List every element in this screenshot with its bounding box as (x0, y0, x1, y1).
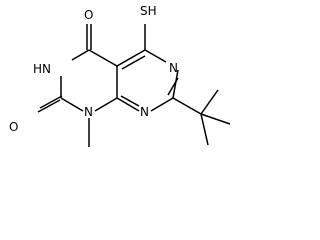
bond (150, 97, 174, 112)
nitrogen-methyl-label: N (84, 105, 93, 119)
atom-labels: SH O O HN N N N (9, 4, 178, 134)
bond (71, 49, 90, 61)
nh-label: HN (33, 62, 51, 76)
bond (116, 97, 140, 112)
chemical-structure: SH O O HN N N N (9, 4, 231, 147)
bond (172, 97, 202, 115)
bond (200, 113, 231, 125)
bond (120, 95, 140, 107)
oxygen-left-label: O (9, 120, 18, 134)
nitrogen-ring-top-label: N (169, 61, 178, 75)
nitrogen-ring-bottom-label: N (140, 105, 149, 119)
bond (200, 89, 219, 115)
bond (88, 49, 118, 67)
bond (167, 77, 179, 96)
bond (39, 95, 63, 109)
bond (60, 97, 84, 112)
bond (144, 49, 167, 63)
bond (116, 49, 146, 67)
oxygen-top-label: O (84, 8, 93, 22)
bond (172, 69, 179, 99)
bonds (37, 24, 231, 147)
bond (200, 113, 209, 146)
bond (37, 99, 61, 113)
sh-label: SH (140, 4, 157, 18)
bond (121, 55, 146, 70)
bond (94, 97, 118, 112)
